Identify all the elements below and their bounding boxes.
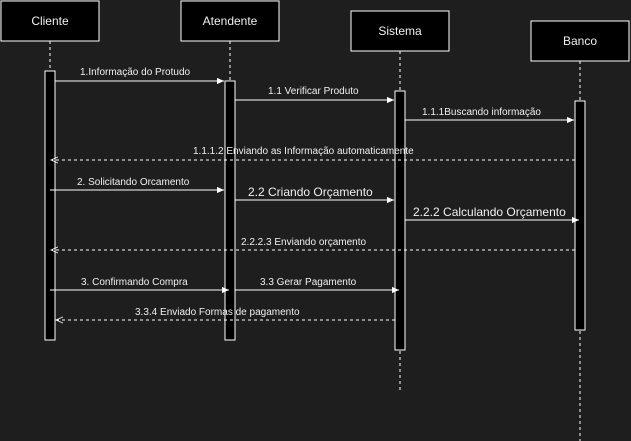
actor-box [180,0,280,42]
actor-label: Banco [563,34,597,48]
actor-box [530,20,630,62]
message-3-3-4: 3.3.4 Enviado Formas de pagamento [56,307,395,320]
activation-bar [224,80,236,341]
message-label: 2.2.2.3 Enviando orçamento [241,237,367,248]
message-1: 1.Informação do Protudo [55,67,224,85]
actor-cliente: Cliente [0,0,100,341]
message-3-3: 3.3 Gerar Pagamento [235,277,399,294]
actor-label: Cliente [31,14,69,28]
actor-label: Sistema [378,24,422,38]
message-label: 1.1.1Buscando informação [422,107,541,118]
message-1-1-1-2: 1.1.1.2 Enviando as Informação automatic… [51,146,575,160]
activation-bar [574,100,586,331]
actor-label: Atendente [203,14,258,28]
message-2-2-2-3: 2.2.2.3 Enviando orçamento [51,237,575,250]
message-label: 1.1 Verificar Produto [268,86,359,97]
message-3: 3. Confirmando Compra [50,277,229,294]
actor-atendente: Atendente [180,0,280,341]
message-label: 2.2 Criando Orçamento [248,185,373,199]
message-label: 2.2.2 Calculando Orçamento [413,205,566,219]
message-label: 3. Confirmando Compra [81,277,188,288]
actor-banco: Banco [530,20,630,441]
message-1-1-1: 1.1.1Buscando informação [405,107,574,124]
message-label: 3.3.4 Enviado Formas de pagamento [135,307,300,318]
actor-sistema: Sistema [350,10,450,390]
message-label: 3.3 Gerar Pagamento [260,277,357,288]
activation-bar [44,70,56,341]
message-1-1: 1.1 Verificar Produto [235,86,394,104]
actor-box [0,0,100,42]
message-label: 1.Informação do Protudo [80,67,191,78]
message-2-2-2: 2.2.2 Calculando Orçamento [405,205,579,224]
message-2: 2. Solicitando Orcamento [50,177,224,194]
activation-bar [394,90,406,351]
message-label: 1.1.1.2 Enviando as Informação automatic… [193,146,414,157]
message-2-2: 2.2 Criando Orçamento [235,185,394,204]
message-label: 2. Solicitando Orcamento [77,177,190,188]
